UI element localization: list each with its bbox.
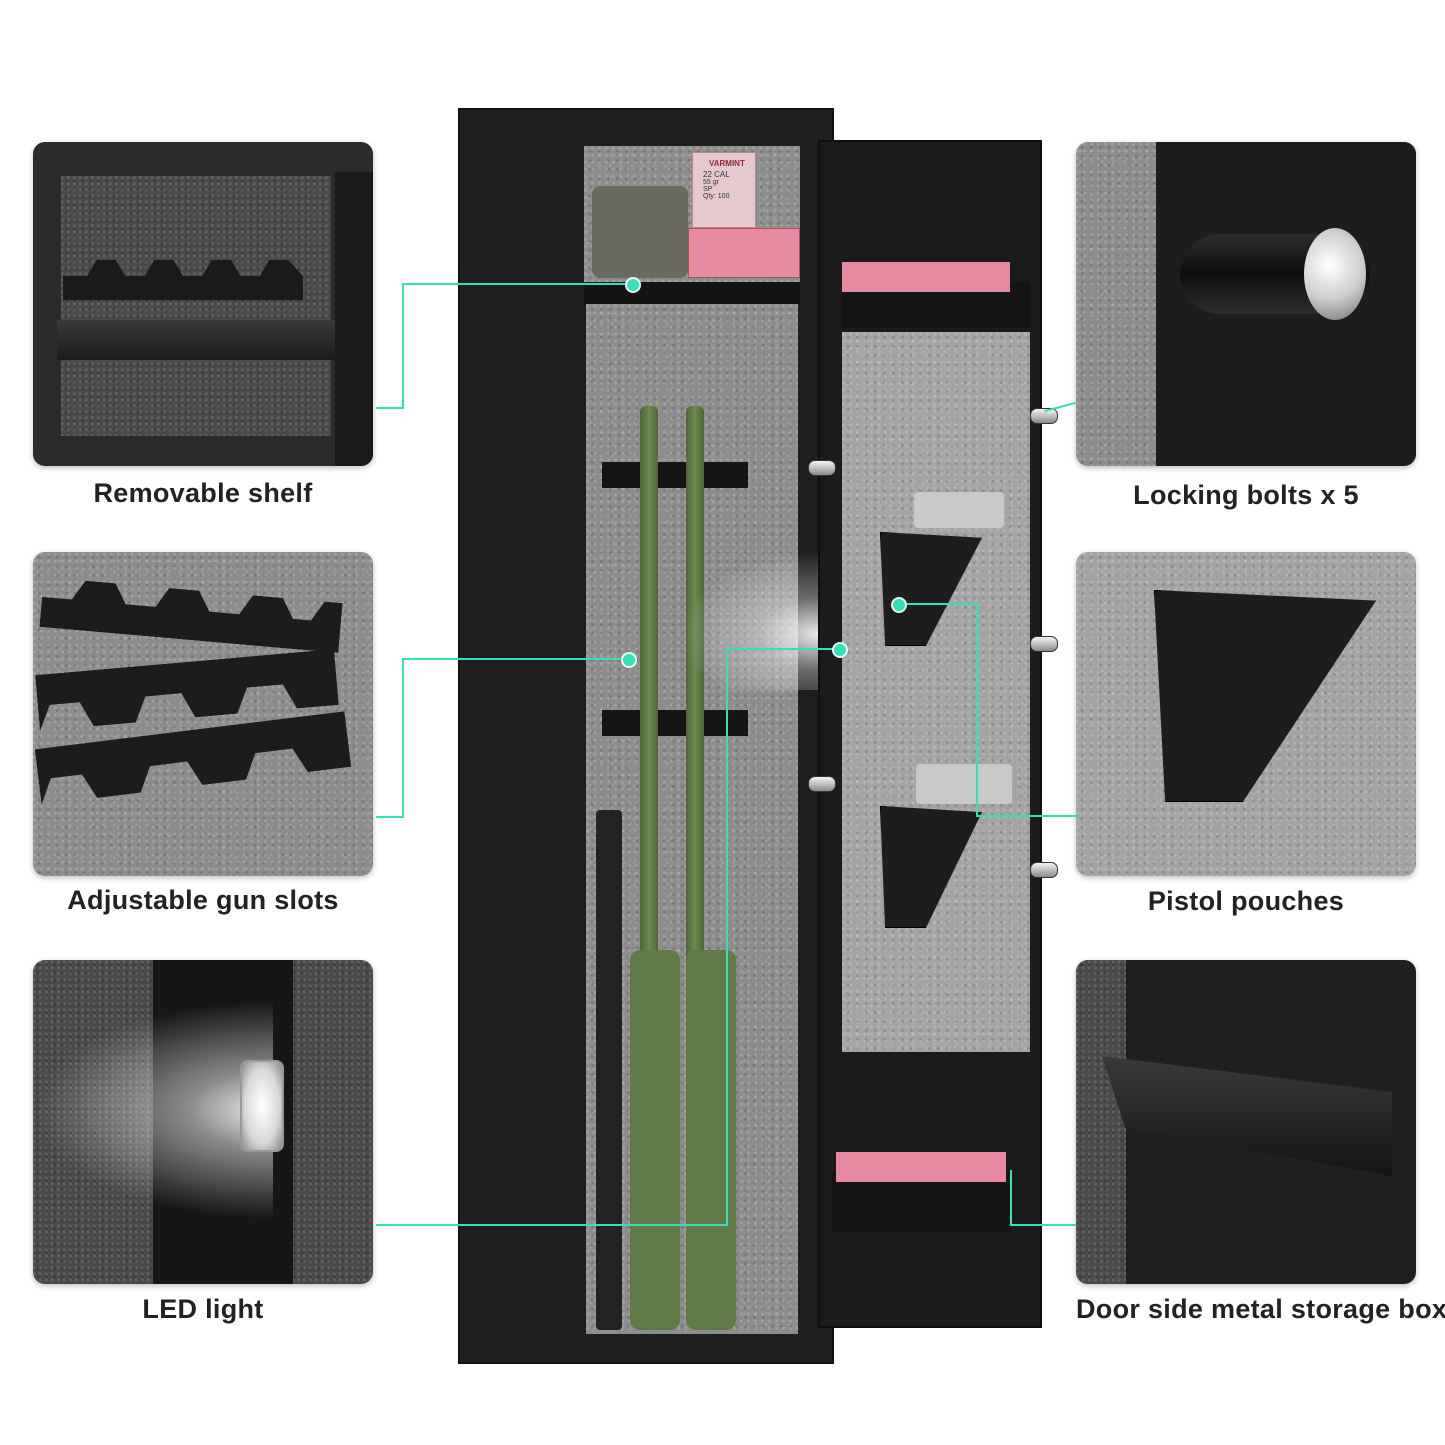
leader-slots-h1 bbox=[376, 816, 404, 818]
led-beam bbox=[33, 1000, 273, 1220]
pistol-pouches-panel bbox=[1076, 552, 1416, 876]
leader-shelf-dot bbox=[625, 277, 641, 293]
ammo-box-caliber: 22 CAL bbox=[703, 170, 730, 179]
rifle-stock-1 bbox=[630, 950, 680, 1330]
door-bottom-ammo bbox=[836, 1152, 1006, 1182]
leader-box-v bbox=[1010, 1170, 1012, 1226]
locking-bolt-1 bbox=[1030, 408, 1058, 424]
leader-pouch-h2 bbox=[976, 815, 1076, 817]
led-light-panel bbox=[33, 960, 373, 1284]
storage-box-closeup bbox=[1102, 1056, 1392, 1176]
bolt-head bbox=[1304, 228, 1366, 320]
led-glow bbox=[680, 550, 840, 690]
leader-slots-v bbox=[402, 658, 404, 818]
storage-box-felt-edge bbox=[1076, 960, 1126, 1284]
ammo-box-qty: Qty: 100 bbox=[703, 193, 730, 200]
leader-shelf-h1 bbox=[376, 407, 404, 409]
leader-led-v bbox=[726, 648, 728, 1226]
rifle-3 bbox=[596, 810, 622, 1330]
door-bottom-box bbox=[832, 1172, 1012, 1232]
leader-shelf-h2 bbox=[402, 283, 632, 285]
safe-body: VARMINT 22 CAL 55 gr SP Qty: 100 bbox=[458, 108, 848, 1364]
locking-bolt-5 bbox=[808, 776, 836, 792]
safe-door bbox=[818, 140, 1042, 1328]
locking-bolts-panel bbox=[1076, 142, 1416, 466]
leader-box-h bbox=[1010, 1224, 1076, 1226]
ammo-box-cases bbox=[688, 228, 800, 278]
removable-shelf-caption: Removable shelf bbox=[93, 478, 313, 508]
ammo-box-type: SP bbox=[703, 186, 713, 193]
ammo-box-weight: 55 gr bbox=[703, 179, 719, 186]
leader-led-h1 bbox=[376, 1224, 728, 1226]
leader-shelf-v bbox=[402, 283, 404, 409]
storage-box-panel bbox=[1076, 960, 1416, 1284]
leader-bolts-h bbox=[1044, 401, 1076, 413]
gun-slots-panel bbox=[33, 552, 373, 876]
ammo-box-top: VARMINT 22 CAL 55 gr SP Qty: 100 bbox=[692, 152, 756, 228]
leader-pouch-v bbox=[976, 603, 978, 817]
shelf-board bbox=[57, 320, 337, 360]
leader-slots-h2 bbox=[402, 658, 630, 660]
pistols-top-shelf bbox=[592, 186, 688, 278]
gun-slots-caption: Adjustable gun slots bbox=[67, 885, 339, 915]
door-top-ammo bbox=[842, 262, 1010, 292]
shelf-door-edge bbox=[335, 172, 373, 466]
rifle-rack-top bbox=[602, 462, 748, 488]
led-light-caption: LED light bbox=[142, 1294, 264, 1324]
pouch-closeup bbox=[1154, 590, 1376, 802]
rifle-rack-bottom bbox=[602, 710, 748, 736]
pistol-1 bbox=[914, 492, 1004, 528]
gun-slot-bar-1 bbox=[39, 577, 342, 653]
leader-pouch-dot bbox=[891, 597, 907, 613]
door-felt-panel bbox=[842, 332, 1030, 1052]
gun-slot-bar-3 bbox=[35, 711, 351, 805]
locking-bolt-4 bbox=[808, 460, 836, 476]
storage-box-caption: Door side metal storage box bbox=[1076, 1294, 1445, 1324]
removable-shelf-panel bbox=[33, 142, 373, 466]
pistol-pouches-caption: Pistol pouches bbox=[1147, 886, 1345, 916]
leader-led-h2 bbox=[726, 648, 838, 650]
safe-shelf bbox=[584, 282, 800, 304]
led-lamp bbox=[240, 1060, 284, 1152]
shelf-back-felt bbox=[61, 176, 331, 436]
leader-slots-dot bbox=[621, 652, 637, 668]
ammo-box-brand: VARMINT bbox=[709, 159, 745, 168]
locking-bolt-3 bbox=[1030, 862, 1058, 878]
leader-pouch-h1 bbox=[898, 603, 978, 605]
leader-led-dot bbox=[832, 642, 848, 658]
locking-bolts-caption: Locking bolts x 5 bbox=[1133, 480, 1359, 510]
locking-bolt-2 bbox=[1030, 636, 1058, 652]
pistol-2 bbox=[916, 764, 1012, 804]
rifle-stock-2 bbox=[686, 950, 736, 1330]
